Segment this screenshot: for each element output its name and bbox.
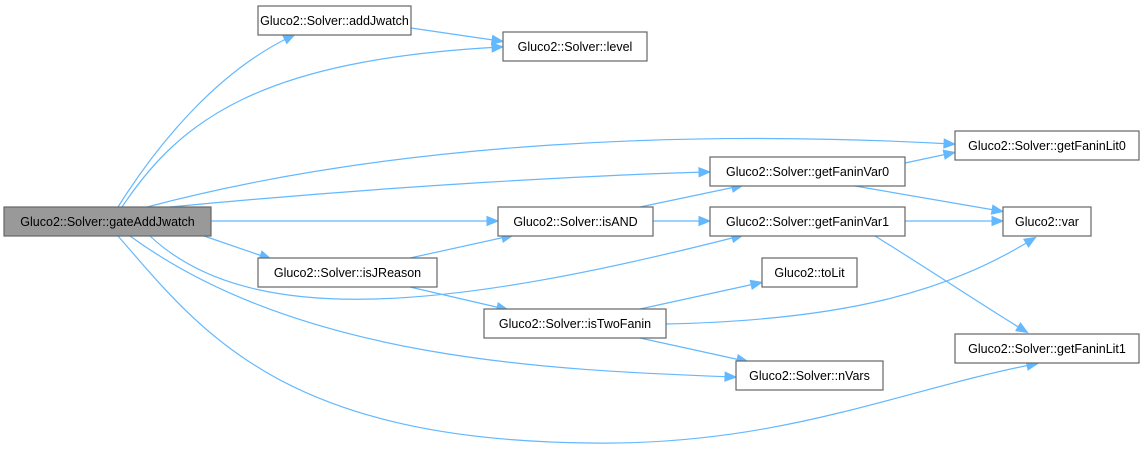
node-box bbox=[735, 360, 884, 391]
edge-line bbox=[169, 171, 708, 208]
node-label: Gluco2::toLit bbox=[774, 266, 845, 280]
node-label: Gluco2::Solver::isAND bbox=[513, 215, 637, 229]
edge-gateAddJwatch-to-getFaninVar1 bbox=[149, 233, 745, 300]
edge-getFaninVar1-to-var bbox=[905, 215, 1005, 227]
edge-line bbox=[665, 238, 1034, 325]
node-toLit[interactable]: Gluco2::toLit bbox=[761, 257, 858, 288]
node-label: Gluco2::Solver::nVars bbox=[749, 369, 870, 383]
edge-line bbox=[146, 137, 953, 208]
edge-line bbox=[203, 235, 269, 259]
edge-line bbox=[149, 235, 741, 300]
edge-line bbox=[639, 282, 760, 310]
arrowhead-icon bbox=[943, 138, 957, 149]
edge-isTwoFanin-to-nVars bbox=[639, 337, 750, 365]
arrowhead-icon bbox=[282, 34, 296, 45]
edge-line bbox=[117, 35, 293, 208]
arrowhead-icon bbox=[490, 34, 505, 45]
arrowhead-icon bbox=[724, 371, 738, 382]
node-addJwatch[interactable]: Gluco2::Solver::addJwatch bbox=[257, 5, 412, 36]
node-box bbox=[709, 206, 906, 237]
arrowhead-icon bbox=[991, 215, 1005, 227]
node-isAND[interactable]: Gluco2::Solver::isAND bbox=[497, 206, 654, 237]
node-box bbox=[3, 206, 212, 237]
node-var[interactable]: Gluco2::var bbox=[1002, 206, 1092, 237]
arrowhead-icon bbox=[1023, 236, 1037, 248]
edge-line bbox=[639, 337, 746, 362]
edge-isAND-to-getFaninVar0 bbox=[639, 182, 745, 208]
nodes: Gluco2::Solver::gateAddJwatchGluco2::Sol… bbox=[3, 5, 1140, 391]
node-getFaninLit1[interactable]: Gluco2::Solver::getFaninLit1 bbox=[954, 333, 1140, 364]
edge-line bbox=[117, 235, 1036, 444]
node-label: Gluco2::Solver::getFaninLit0 bbox=[968, 139, 1126, 153]
node-box bbox=[761, 257, 858, 288]
edge-gateAddJwatch-to-getFaninLit1 bbox=[117, 235, 1040, 444]
edge-isTwoFanin-to-toLit bbox=[639, 279, 764, 310]
node-label: Gluco2::var bbox=[1015, 215, 1079, 229]
edge-gateAddJwatch-to-level bbox=[121, 42, 505, 208]
node-gateAddJwatch[interactable]: Gluco2::Solver::gateAddJwatch bbox=[3, 206, 212, 237]
arrowhead-icon bbox=[698, 215, 712, 227]
node-label: Gluco2::Solver::getFaninVar0 bbox=[726, 165, 889, 179]
edge-getFaninVar1-to-getFaninLit1 bbox=[874, 235, 1029, 334]
node-getFaninLit0[interactable]: Gluco2::Solver::getFaninLit0 bbox=[954, 130, 1140, 161]
edge-isJReason-to-isAND bbox=[409, 232, 515, 259]
node-box bbox=[257, 257, 438, 288]
node-nVars[interactable]: Gluco2::Solver::nVars bbox=[735, 360, 884, 391]
arrowhead-icon bbox=[1015, 322, 1029, 334]
node-isTwoFanin[interactable]: Gluco2::Solver::isTwoFanin bbox=[483, 308, 667, 339]
edge-gateAddJwatch-to-nVars bbox=[129, 235, 738, 382]
node-label: Gluco2::Solver::addJwatch bbox=[260, 14, 409, 28]
edge-line bbox=[409, 235, 511, 259]
edge-line bbox=[639, 185, 741, 208]
arrowhead-icon bbox=[942, 149, 957, 160]
node-box bbox=[483, 308, 667, 339]
arrowhead-icon bbox=[698, 167, 712, 178]
edge-gateAddJwatch-to-isJReason bbox=[203, 235, 273, 261]
node-box bbox=[709, 156, 906, 187]
node-getFaninVar1[interactable]: Gluco2::Solver::getFaninVar1 bbox=[709, 206, 906, 237]
edge-line bbox=[129, 235, 734, 378]
edge-getFaninVar0-to-var bbox=[854, 185, 1005, 215]
edge-gateAddJwatch-to-getFaninLit0 bbox=[146, 137, 957, 208]
edges bbox=[117, 27, 1040, 444]
arrowhead-icon bbox=[749, 279, 764, 290]
node-box bbox=[954, 130, 1140, 161]
edge-line bbox=[410, 27, 501, 42]
node-isJReason[interactable]: Gluco2::Solver::isJReason bbox=[257, 257, 438, 288]
edge-line bbox=[409, 286, 506, 310]
node-box bbox=[497, 206, 654, 237]
node-label: Gluco2::Solver::getFaninLit1 bbox=[968, 342, 1126, 356]
node-box bbox=[257, 5, 412, 36]
edge-isAND-to-getFaninVar1 bbox=[653, 215, 712, 227]
edge-line bbox=[874, 235, 1026, 332]
edge-getFaninVar0-to-getFaninLit0 bbox=[904, 149, 957, 164]
node-getFaninVar0[interactable]: Gluco2::Solver::getFaninVar0 bbox=[709, 156, 906, 187]
edge-line bbox=[854, 185, 1001, 212]
node-box bbox=[954, 333, 1140, 364]
edge-addJwatch-to-level bbox=[410, 27, 505, 45]
edge-gateAddJwatch-to-getFaninVar0 bbox=[169, 167, 712, 208]
node-level[interactable]: Gluco2::Solver::level bbox=[502, 31, 648, 62]
arrowhead-icon bbox=[491, 42, 505, 53]
node-box bbox=[1002, 206, 1092, 237]
edge-isJReason-to-isTwoFanin bbox=[409, 286, 510, 313]
arrowhead-icon bbox=[486, 215, 500, 227]
node-label: Gluco2::Solver::isTwoFanin bbox=[499, 317, 651, 331]
node-label: Gluco2::Solver::level bbox=[518, 40, 633, 54]
node-label: Gluco2::Solver::getFaninVar1 bbox=[726, 215, 889, 229]
node-box bbox=[502, 31, 648, 62]
node-label: Gluco2::Solver::isJReason bbox=[274, 266, 421, 280]
edge-gateAddJwatch-to-isAND bbox=[211, 215, 500, 227]
node-label: Gluco2::Solver::gateAddJwatch bbox=[20, 215, 194, 229]
arrowhead-icon bbox=[990, 204, 1005, 215]
edge-isTwoFanin-to-var bbox=[665, 236, 1037, 325]
edge-gateAddJwatch-to-addJwatch bbox=[117, 34, 296, 208]
edge-line bbox=[121, 46, 501, 208]
